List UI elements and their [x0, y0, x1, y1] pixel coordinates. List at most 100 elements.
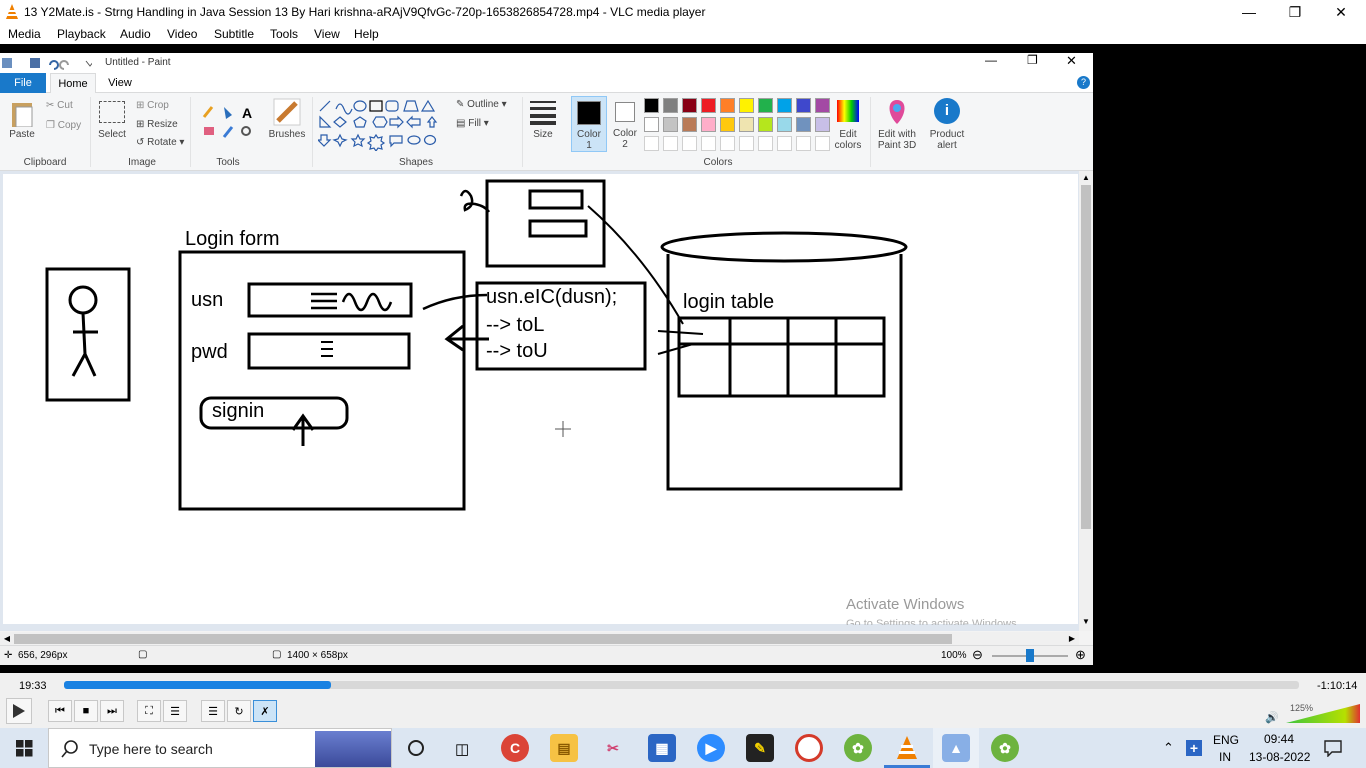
- palette-swatch-empty[interactable]: [644, 136, 659, 151]
- palette-swatch[interactable]: [758, 117, 773, 132]
- taskbar-search-box[interactable]: Type here to search: [48, 728, 392, 768]
- snipping-tool-icon[interactable]: ✂: [607, 739, 619, 756]
- cortana-icon[interactable]: [408, 740, 424, 756]
- sticky-notes-icon[interactable]: ✎: [746, 734, 774, 762]
- drawing-canvas[interactable]: Login form usn pwd signin usn.eIC(dusn);…: [3, 174, 1078, 625]
- language-label[interactable]: ENG: [1213, 733, 1240, 747]
- minimize-button[interactable]: —: [1242, 4, 1256, 20]
- scroll-down-icon[interactable]: ▼: [1082, 617, 1090, 626]
- restore-button[interactable]: ❐: [1288, 4, 1302, 20]
- volume-icon[interactable]: 🔊: [1265, 712, 1279, 724]
- brushes-button[interactable]: Brushes: [268, 129, 306, 140]
- vlc-taskbar-icon[interactable]: [893, 734, 921, 762]
- chrome-icon[interactable]: C: [501, 734, 529, 762]
- tab-view[interactable]: View: [108, 77, 132, 89]
- palette-swatch-empty[interactable]: [777, 136, 792, 151]
- palette-swatch[interactable]: [701, 117, 716, 132]
- playlist-button[interactable]: ☰: [201, 700, 225, 722]
- stop-button[interactable]: ■: [74, 700, 98, 722]
- rotate-button[interactable]: ↺ Rotate ▾: [136, 137, 185, 148]
- previous-button[interactable]: ⏮: [48, 700, 72, 722]
- palette-swatch-empty[interactable]: [663, 136, 678, 151]
- palette-swatch[interactable]: [796, 117, 811, 132]
- palette-swatch[interactable]: [758, 98, 773, 113]
- play-button[interactable]: [6, 698, 32, 724]
- extended-settings-button[interactable]: ☰: [163, 700, 187, 722]
- menu-playback[interactable]: Playback: [57, 27, 106, 41]
- file-explorer-icon[interactable]: ▤: [550, 734, 578, 762]
- paint-minimize-button[interactable]: —: [985, 53, 997, 67]
- seek-bar[interactable]: [64, 681, 1299, 689]
- palette-swatch[interactable]: [739, 117, 754, 132]
- quick-access-icons[interactable]: [2, 56, 92, 70]
- store-icon[interactable]: ▦: [648, 734, 676, 762]
- photos-icon[interactable]: ▲: [942, 734, 970, 762]
- menu-view[interactable]: View: [314, 27, 340, 41]
- copy-button[interactable]: ❐ Copy: [46, 120, 82, 131]
- palette-swatch[interactable]: [815, 117, 830, 132]
- help-icon[interactable]: ?: [1077, 76, 1090, 89]
- palette-swatch[interactable]: [777, 98, 792, 113]
- show-hidden-icons[interactable]: ⌃: [1163, 740, 1174, 755]
- palette-swatch[interactable]: [777, 117, 792, 132]
- palette-swatch-empty[interactable]: [796, 136, 811, 151]
- tab-file[interactable]: File: [0, 73, 46, 93]
- horizontal-scrollbar[interactable]: ◀ ▶: [0, 632, 1079, 646]
- select-button[interactable]: Select: [98, 129, 126, 140]
- scroll-left-icon[interactable]: ◀: [3, 634, 11, 643]
- resize-button[interactable]: ⊞ Resize: [136, 119, 178, 130]
- menu-help[interactable]: Help: [354, 27, 379, 41]
- menu-media[interactable]: Media: [8, 27, 41, 41]
- shuffle-button[interactable]: ✗: [253, 700, 277, 722]
- palette-swatch[interactable]: [644, 98, 659, 113]
- vertical-scrollbar[interactable]: ▲ ▼: [1079, 171, 1093, 631]
- edit-colors-button[interactable]: Edit colors: [834, 129, 862, 151]
- vertical-scroll-thumb[interactable]: [1081, 185, 1091, 529]
- menu-subtitle[interactable]: Subtitle: [214, 27, 255, 41]
- color1-button[interactable]: Color 1: [571, 96, 607, 152]
- scroll-right-icon[interactable]: ▶: [1068, 634, 1076, 643]
- zoom-in-icon[interactable]: ⊕: [1075, 647, 1086, 662]
- menu-tools[interactable]: Tools: [270, 27, 299, 41]
- palette-swatch[interactable]: [663, 117, 678, 132]
- region-label[interactable]: IN: [1219, 750, 1231, 764]
- record-icon[interactable]: [795, 734, 823, 762]
- zoom-slider-thumb[interactable]: [1026, 649, 1034, 662]
- menu-audio[interactable]: Audio: [120, 27, 151, 41]
- zoom-out-icon[interactable]: ⊖: [972, 647, 983, 662]
- spring-tools-icon[interactable]: ✿: [844, 734, 872, 762]
- loop-button[interactable]: ↻: [227, 700, 251, 722]
- info-icon[interactable]: i: [934, 98, 960, 124]
- scroll-up-icon[interactable]: ▲: [1082, 173, 1090, 182]
- tools-icons[interactable]: A: [200, 103, 260, 143]
- palette-swatch-empty[interactable]: [720, 136, 735, 151]
- notifications-icon[interactable]: [1324, 739, 1342, 757]
- paint3d-icon[interactable]: [885, 98, 909, 126]
- palette-swatch-empty[interactable]: [682, 136, 697, 151]
- brushes-icon[interactable]: [272, 97, 302, 127]
- palette-swatch[interactable]: [663, 98, 678, 113]
- palette-swatch-empty[interactable]: [739, 136, 754, 151]
- volume-slider[interactable]: [1284, 702, 1362, 724]
- zoom-app-icon[interactable]: ▶: [697, 734, 725, 762]
- palette-swatch[interactable]: [682, 117, 697, 132]
- next-button[interactable]: ⏭: [100, 700, 124, 722]
- palette-swatch[interactable]: [815, 98, 830, 113]
- windows-start-icon[interactable]: [16, 740, 33, 757]
- palette-swatch[interactable]: [701, 98, 716, 113]
- size-button[interactable]: Size: [533, 129, 553, 140]
- task-view-icon[interactable]: ◫: [455, 741, 470, 758]
- outline-button[interactable]: ✎ Outline ▾: [456, 99, 507, 110]
- size-icon[interactable]: [528, 99, 558, 125]
- select-icon[interactable]: [99, 101, 125, 123]
- palette-swatch-empty[interactable]: [758, 136, 773, 151]
- palette-swatch-empty[interactable]: [701, 136, 716, 151]
- tab-home[interactable]: Home: [50, 73, 96, 93]
- palette-swatch[interactable]: [796, 98, 811, 113]
- palette-swatch[interactable]: [682, 98, 697, 113]
- horizontal-scroll-thumb[interactable]: [14, 634, 952, 644]
- palette-swatch[interactable]: [739, 98, 754, 113]
- cut-button[interactable]: ✂ Cut: [46, 100, 73, 111]
- edit-paint3d-button[interactable]: Edit with Paint 3D: [877, 129, 917, 151]
- palette-swatch[interactable]: [720, 98, 735, 113]
